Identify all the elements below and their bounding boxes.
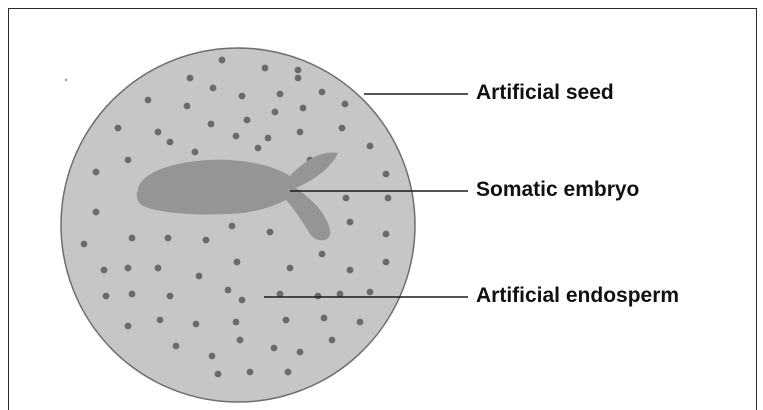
- endosperm-dot: [233, 258, 241, 266]
- endosperm-dot: [271, 108, 279, 116]
- endosperm-dot: [166, 292, 174, 300]
- figure-frame: [8, 8, 757, 410]
- endosperm-dot: [342, 194, 350, 202]
- endosperm-dot: [246, 368, 254, 376]
- endosperm-dot: [382, 258, 390, 266]
- endosperm-dot: [232, 318, 240, 326]
- endosperm-dot: [164, 234, 172, 242]
- endosperm-dot: [254, 144, 262, 152]
- endosperm-dot: [314, 292, 322, 300]
- endosperm-dot: [195, 272, 203, 280]
- endosperm-dot: [238, 92, 246, 100]
- endosperm-dot: [202, 236, 210, 244]
- endosperm-dot: [282, 316, 290, 324]
- endosperm-dot: [183, 102, 191, 110]
- endosperm-dot: [124, 156, 132, 164]
- endosperm-dot: [266, 228, 274, 236]
- endosperm-dot: [154, 128, 162, 136]
- endosperm-dot: [276, 290, 284, 298]
- endosperm-dot: [276, 90, 284, 98]
- endosperm-dot: [294, 66, 302, 74]
- endosperm-dot: [366, 142, 374, 150]
- endosperm-dot: [261, 64, 269, 72]
- endosperm-dot: [128, 234, 136, 242]
- seed-body: [60, 47, 416, 403]
- endosperm-dot: [341, 100, 349, 108]
- endosperm-dot: [243, 116, 251, 124]
- endosperm-dot: [192, 320, 200, 328]
- endosperm-dot: [208, 352, 216, 360]
- endosperm-dot: [318, 250, 326, 258]
- endosperm-dot: [124, 322, 132, 330]
- stray-speck: [64, 78, 68, 82]
- endosperm-dot: [166, 138, 174, 146]
- endosperm-dot: [346, 266, 354, 274]
- endosperm-dot: [156, 316, 164, 324]
- endosperm-dot: [338, 124, 346, 132]
- label-artificial-endosperm: Artificial endosperm: [476, 284, 680, 307]
- endosperm-dot: [154, 264, 162, 272]
- endosperm-dot: [264, 134, 272, 142]
- endosperm-dot: [128, 290, 136, 298]
- endosperm-dot: [228, 222, 236, 230]
- endosperm-dot: [382, 230, 390, 238]
- endosperm-dot: [336, 290, 344, 298]
- somatic-embryo-shape: [136, 152, 338, 241]
- endosperm-dot: [236, 336, 244, 344]
- endosperm-dot: [80, 240, 88, 248]
- label-artificial-seed: Artificial seed: [476, 81, 614, 104]
- endosperm-dot: [270, 344, 278, 352]
- endosperm-dot: [172, 342, 180, 350]
- endosperm-dot: [296, 128, 304, 136]
- endosperm-dot: [232, 132, 240, 140]
- endosperm-dot: [356, 318, 364, 326]
- endosperm-dot: [224, 286, 232, 294]
- endosperm-dot: [207, 120, 215, 128]
- endosperm-dot: [284, 368, 292, 376]
- endosperm-dot: [186, 74, 194, 82]
- endosperm-dot: [384, 194, 392, 202]
- endosperm-dot: [294, 74, 302, 82]
- endosperm-dot: [366, 288, 374, 296]
- endosperm-dot: [209, 84, 217, 92]
- endosperm-dot: [92, 168, 100, 176]
- endosperm-dot: [296, 348, 304, 356]
- endosperm-dot: [144, 96, 152, 104]
- endosperm-dot: [191, 148, 199, 156]
- endosperm-dot: [100, 266, 108, 274]
- endosperm-dot: [318, 88, 326, 96]
- endosperm-dot: [102, 292, 110, 300]
- endosperm-dot: [92, 208, 100, 216]
- endosperm-dot: [299, 104, 307, 112]
- endosperm-dot: [286, 264, 294, 272]
- endosperm-dot: [328, 336, 336, 344]
- endosperm-dot: [124, 264, 132, 272]
- endosperm-dot: [346, 218, 354, 226]
- endosperm-dot: [320, 314, 328, 322]
- endosperm-dot: [218, 56, 226, 64]
- endosperm-dot: [214, 370, 222, 378]
- endosperm-dot: [114, 124, 122, 132]
- label-somatic-embryo: Somatic embryo: [476, 178, 640, 201]
- endosperm-dot: [238, 296, 246, 304]
- endosperm-dot: [382, 170, 390, 178]
